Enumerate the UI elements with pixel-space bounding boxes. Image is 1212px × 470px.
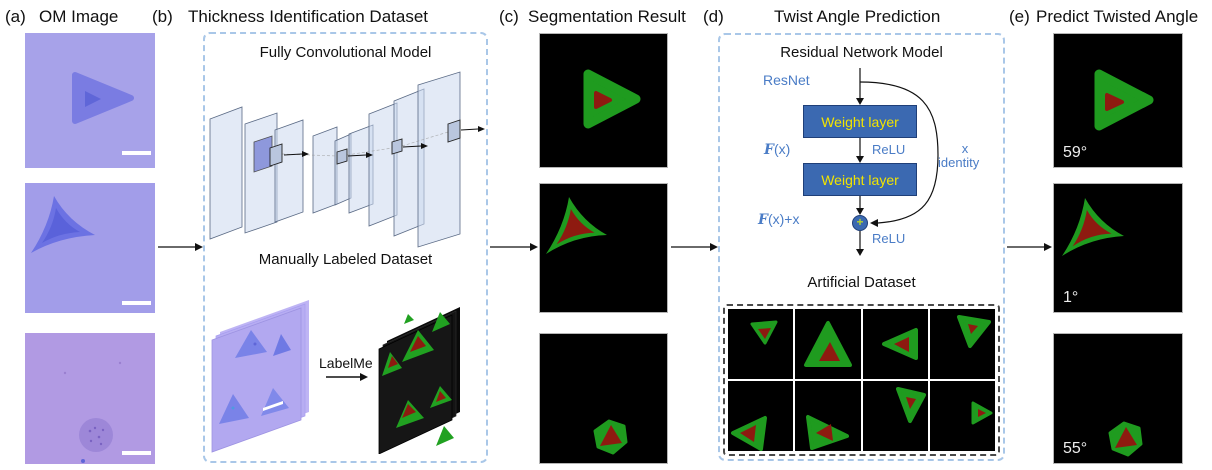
artificial-sample-6 bbox=[795, 381, 861, 451]
identity-x-label: x bbox=[961, 141, 969, 156]
manually-labeled-heading: Manually Labeled Dataset bbox=[258, 251, 433, 268]
relu-label-1: ReLU bbox=[872, 142, 906, 157]
om-image-stack-graphic bbox=[211, 300, 309, 453]
labelme-arrow bbox=[326, 373, 368, 381]
artificial-sample-4 bbox=[929, 309, 995, 379]
panel-d-title: Twist Angle Prediction bbox=[774, 7, 941, 26]
twist-angle-panel bbox=[718, 33, 1005, 461]
artificial-sample-2 bbox=[795, 309, 861, 379]
f-plus-arg: (x)+x bbox=[767, 211, 800, 227]
om-image-2 bbox=[25, 183, 155, 313]
f-of-x-plus-x-label: F(x)+x bbox=[758, 211, 799, 228]
angle-label-3: 55° bbox=[1063, 440, 1088, 457]
om-image-2-graphic bbox=[31, 196, 95, 253]
panel-c-tag: (c) bbox=[499, 7, 519, 26]
panel-b-tag: (b) bbox=[152, 7, 173, 26]
labelme-label: LabelMe bbox=[319, 355, 373, 371]
om-image-3 bbox=[25, 333, 155, 464]
weight-layer-box-1: Weight layer bbox=[803, 105, 917, 138]
panel-a-tag: (a) bbox=[5, 7, 26, 26]
om-image-3-graphic bbox=[63, 361, 122, 463]
f-of-x-label: F(x) bbox=[764, 141, 790, 158]
fully-convolutional-model-graphic bbox=[209, 71, 485, 248]
segmentation-result-1-graphic bbox=[583, 69, 641, 129]
scale-bar bbox=[122, 451, 151, 455]
predicted-angle-2-graphic bbox=[1062, 198, 1124, 256]
weight-layer-2-label: Weight layer bbox=[821, 171, 899, 188]
artificial-sample-7 bbox=[862, 381, 928, 451]
segmentation-result-2 bbox=[539, 183, 668, 313]
script-f: F bbox=[758, 212, 768, 228]
weight-layer-box-2: Weight layer bbox=[803, 163, 917, 196]
artificial-sample-1 bbox=[728, 309, 794, 379]
artificial-dataset-heading: Artificial Dataset bbox=[807, 274, 916, 291]
segmentation-result-1 bbox=[539, 33, 668, 168]
angle-label-1: 59° bbox=[1063, 144, 1088, 161]
segmentation-result-3-graphic bbox=[593, 419, 628, 455]
arrow-d-to-e bbox=[1044, 243, 1052, 251]
script-f: F bbox=[764, 142, 774, 158]
artificial-dataset-grid bbox=[723, 304, 1000, 456]
panel-e-title: Predict Twisted Angle bbox=[1036, 7, 1199, 26]
weight-layer-1-label: Weight layer bbox=[821, 113, 899, 130]
residual-network-heading: Residual Network Model bbox=[780, 44, 943, 61]
scale-bar bbox=[122, 301, 151, 305]
predicted-angle-3: 55° bbox=[1053, 333, 1183, 464]
predicted-angle-1-graphic bbox=[1094, 69, 1154, 131]
scale-bar bbox=[122, 151, 151, 155]
artificial-sample-3 bbox=[862, 309, 928, 379]
artificial-sample-5 bbox=[728, 381, 794, 451]
panel-b-title: Thickness Identification Dataset bbox=[188, 7, 429, 26]
relu-label-2: ReLU bbox=[872, 231, 906, 246]
predicted-angle-3-graphic bbox=[1108, 421, 1143, 457]
panel-e-tag: (e) bbox=[1009, 7, 1030, 26]
fcn-heading: Fully Convolutional Model bbox=[259, 44, 432, 61]
identity-label: identity bbox=[938, 155, 980, 170]
om-image-1 bbox=[25, 33, 155, 168]
segmentation-result-2-graphic bbox=[546, 197, 607, 254]
segmentation-result-3 bbox=[539, 333, 668, 464]
resnet-label: ResNet bbox=[763, 72, 810, 88]
predicted-angle-2: 1° bbox=[1053, 183, 1183, 313]
f-arg: (x) bbox=[773, 141, 791, 157]
om-image-1-graphic bbox=[72, 72, 134, 124]
artificial-sample-8 bbox=[929, 381, 995, 451]
plus-icon: + bbox=[856, 215, 864, 229]
arrow-b-to-c bbox=[530, 243, 538, 251]
panel-c-title: Segmentation Result bbox=[528, 7, 686, 26]
arrow-c-to-d bbox=[710, 243, 718, 251]
labeled-mask-stack-graphic bbox=[378, 307, 460, 454]
residual-block-connectors bbox=[856, 68, 939, 256]
predicted-angle-1: 59° bbox=[1053, 33, 1183, 168]
angle-label-2: 1° bbox=[1063, 289, 1079, 306]
thickness-identification-panel bbox=[203, 32, 488, 463]
residual-sum-node: + bbox=[852, 215, 868, 231]
panel-a-title: OM Image bbox=[39, 7, 119, 26]
panel-d-tag: (d) bbox=[703, 7, 724, 26]
